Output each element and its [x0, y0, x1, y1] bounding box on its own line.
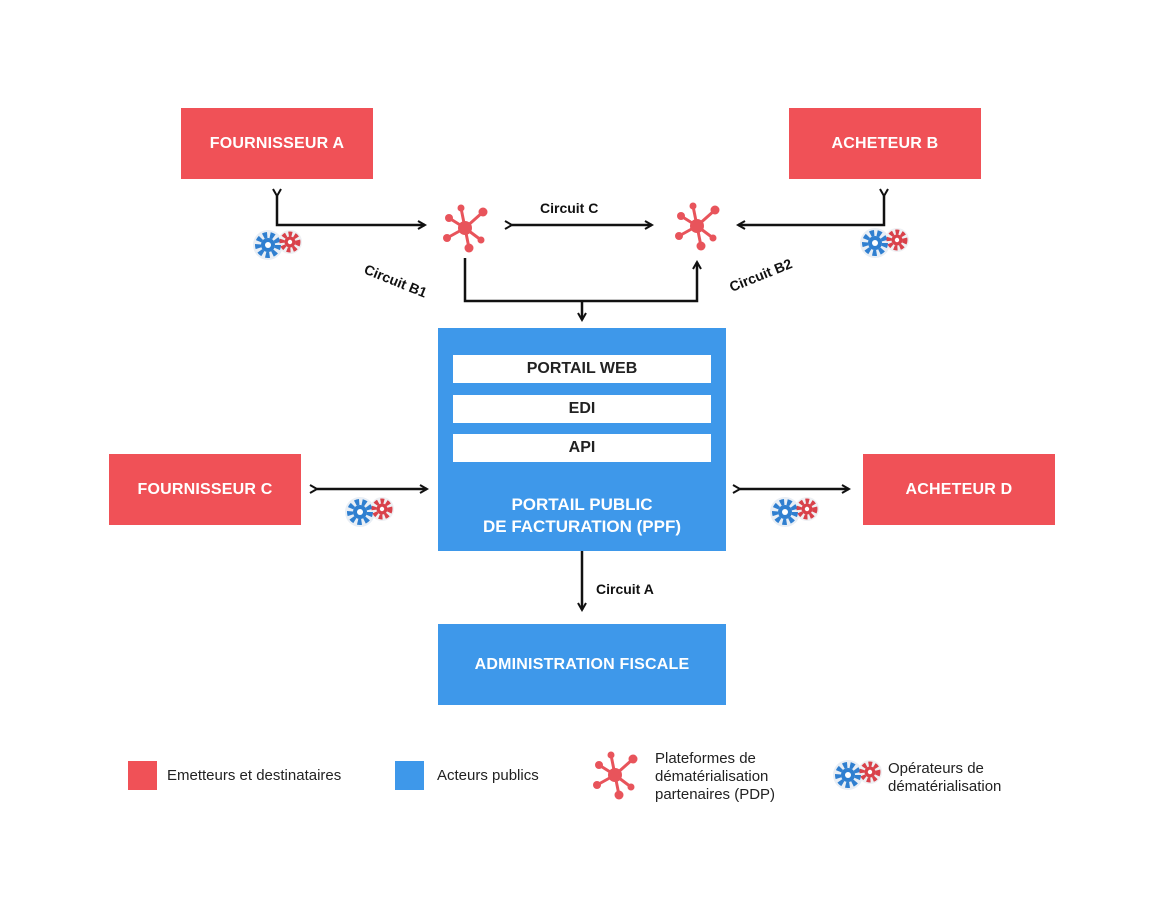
node-administration-fiscale: ADMINISTRATION FISCALE [438, 624, 726, 705]
legend-operateurs: Opérateurs de dématérialisation [888, 760, 1002, 795]
legend-acteurs: Acteurs publics [437, 767, 539, 784]
ppf-channel-api: API [453, 434, 711, 462]
legend-swatch-acteurs [395, 761, 424, 790]
node-fournisseur-a: FOURNISSEUR A [181, 108, 373, 179]
legend-swatch-emetteurs [128, 761, 157, 790]
node-acheteur-d: ACHETEUR D [863, 454, 1055, 525]
legend-pdp: Plateformes de dématérialisation partena… [655, 750, 776, 803]
ppf-channel-edi: EDI [453, 395, 711, 423]
ppf-title: PORTAIL PUBLIC DE FACTURATION (PPF) [482, 495, 681, 536]
label-circuit-c: Circuit C [540, 200, 599, 216]
legend-gears-icon [833, 760, 882, 790]
legend-pdp-icon [591, 750, 639, 801]
node-fournisseur-c: FOURNISSEUR C [109, 454, 301, 525]
gears-icon [345, 497, 394, 527]
arrow-acheteur-b-pdp [738, 196, 884, 225]
ppf-channel-portail-web: PORTAIL WEB [453, 355, 711, 383]
label-circuit-a: Circuit A [596, 581, 654, 597]
legend-emetteurs: Emetteurs et destinataires [167, 767, 342, 784]
node-acheteur-b: ACHETEUR B [789, 108, 981, 179]
pdp-right-icon [673, 201, 721, 252]
pdp-left-icon [441, 203, 489, 254]
gears-icon [770, 497, 819, 527]
arrow-fournisseur-a-pdp [277, 196, 425, 225]
gears-icon [253, 230, 302, 260]
gears-icon [860, 228, 909, 258]
